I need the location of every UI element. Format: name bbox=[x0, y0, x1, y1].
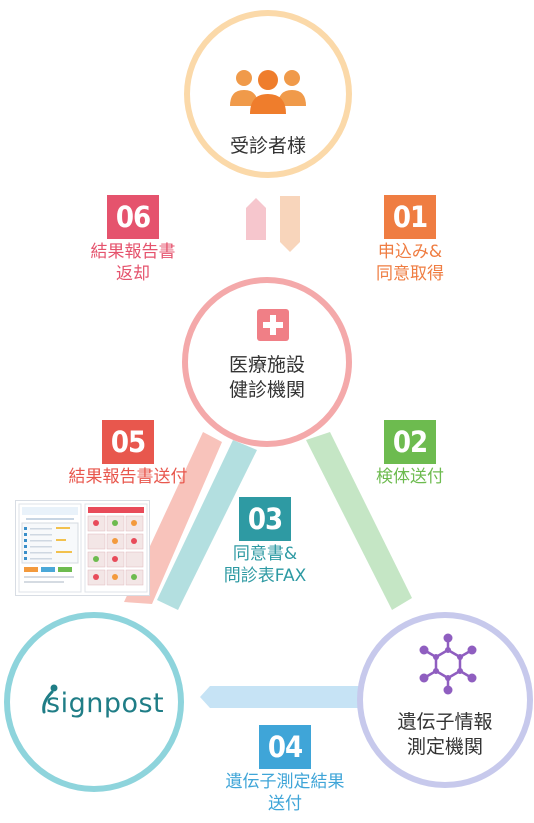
arrow-02 bbox=[306, 432, 412, 610]
step-02: 02 検体送付 bbox=[355, 420, 465, 488]
molecule-icon bbox=[419, 633, 477, 695]
arrow-01 bbox=[280, 196, 300, 252]
step-06: 06 結果報告書 返却 bbox=[70, 195, 196, 285]
step-02-text: 検体送付 bbox=[376, 467, 444, 487]
patient-label: 受診者様 bbox=[229, 135, 306, 157]
lab-node: 遺伝子情報 測定機関 bbox=[357, 612, 533, 788]
arrow-06 bbox=[246, 198, 266, 240]
report-document-thumbnail bbox=[15, 500, 150, 596]
lab-label: 遺伝子情報 測定機関 bbox=[397, 711, 493, 758]
step-02-number: 02 bbox=[384, 420, 436, 464]
clinic-node: 医療施設 健診機関 bbox=[182, 277, 352, 447]
step-04: 04 遺伝子測定結果 送付 bbox=[195, 725, 375, 815]
step-03-text: 同意書& 問診表FAX bbox=[223, 544, 307, 586]
clinic-label: 医療施設 健診機関 bbox=[228, 354, 305, 401]
step-03-number: 03 bbox=[239, 497, 291, 541]
step-04-text: 遺伝子測定結果 送付 bbox=[225, 772, 345, 814]
people-icon bbox=[230, 70, 306, 114]
step-06-number: 06 bbox=[107, 195, 159, 239]
patient-node: 受診者様 bbox=[184, 10, 352, 178]
signpost-logo: signpost bbox=[32, 680, 164, 720]
step-05-number: 05 bbox=[102, 420, 154, 464]
step-01-text: 申込み& 同意取得 bbox=[376, 242, 444, 284]
arrow-04 bbox=[200, 686, 360, 708]
step-06-text: 結果報告書 返却 bbox=[90, 242, 176, 284]
step-03: 03 同意書& 問診表FAX bbox=[210, 497, 320, 587]
arrow-03 bbox=[157, 440, 257, 610]
step-05: 05 結果報告書送付 bbox=[40, 420, 216, 488]
step-05-text: 結果報告書送付 bbox=[68, 467, 188, 487]
signpost-node: signpost bbox=[4, 612, 184, 792]
medical-cross-icon bbox=[257, 309, 289, 341]
step-04-number: 04 bbox=[259, 725, 311, 769]
step-01: 01 申込み& 同意取得 bbox=[350, 195, 470, 285]
step-01-number: 01 bbox=[384, 195, 436, 239]
